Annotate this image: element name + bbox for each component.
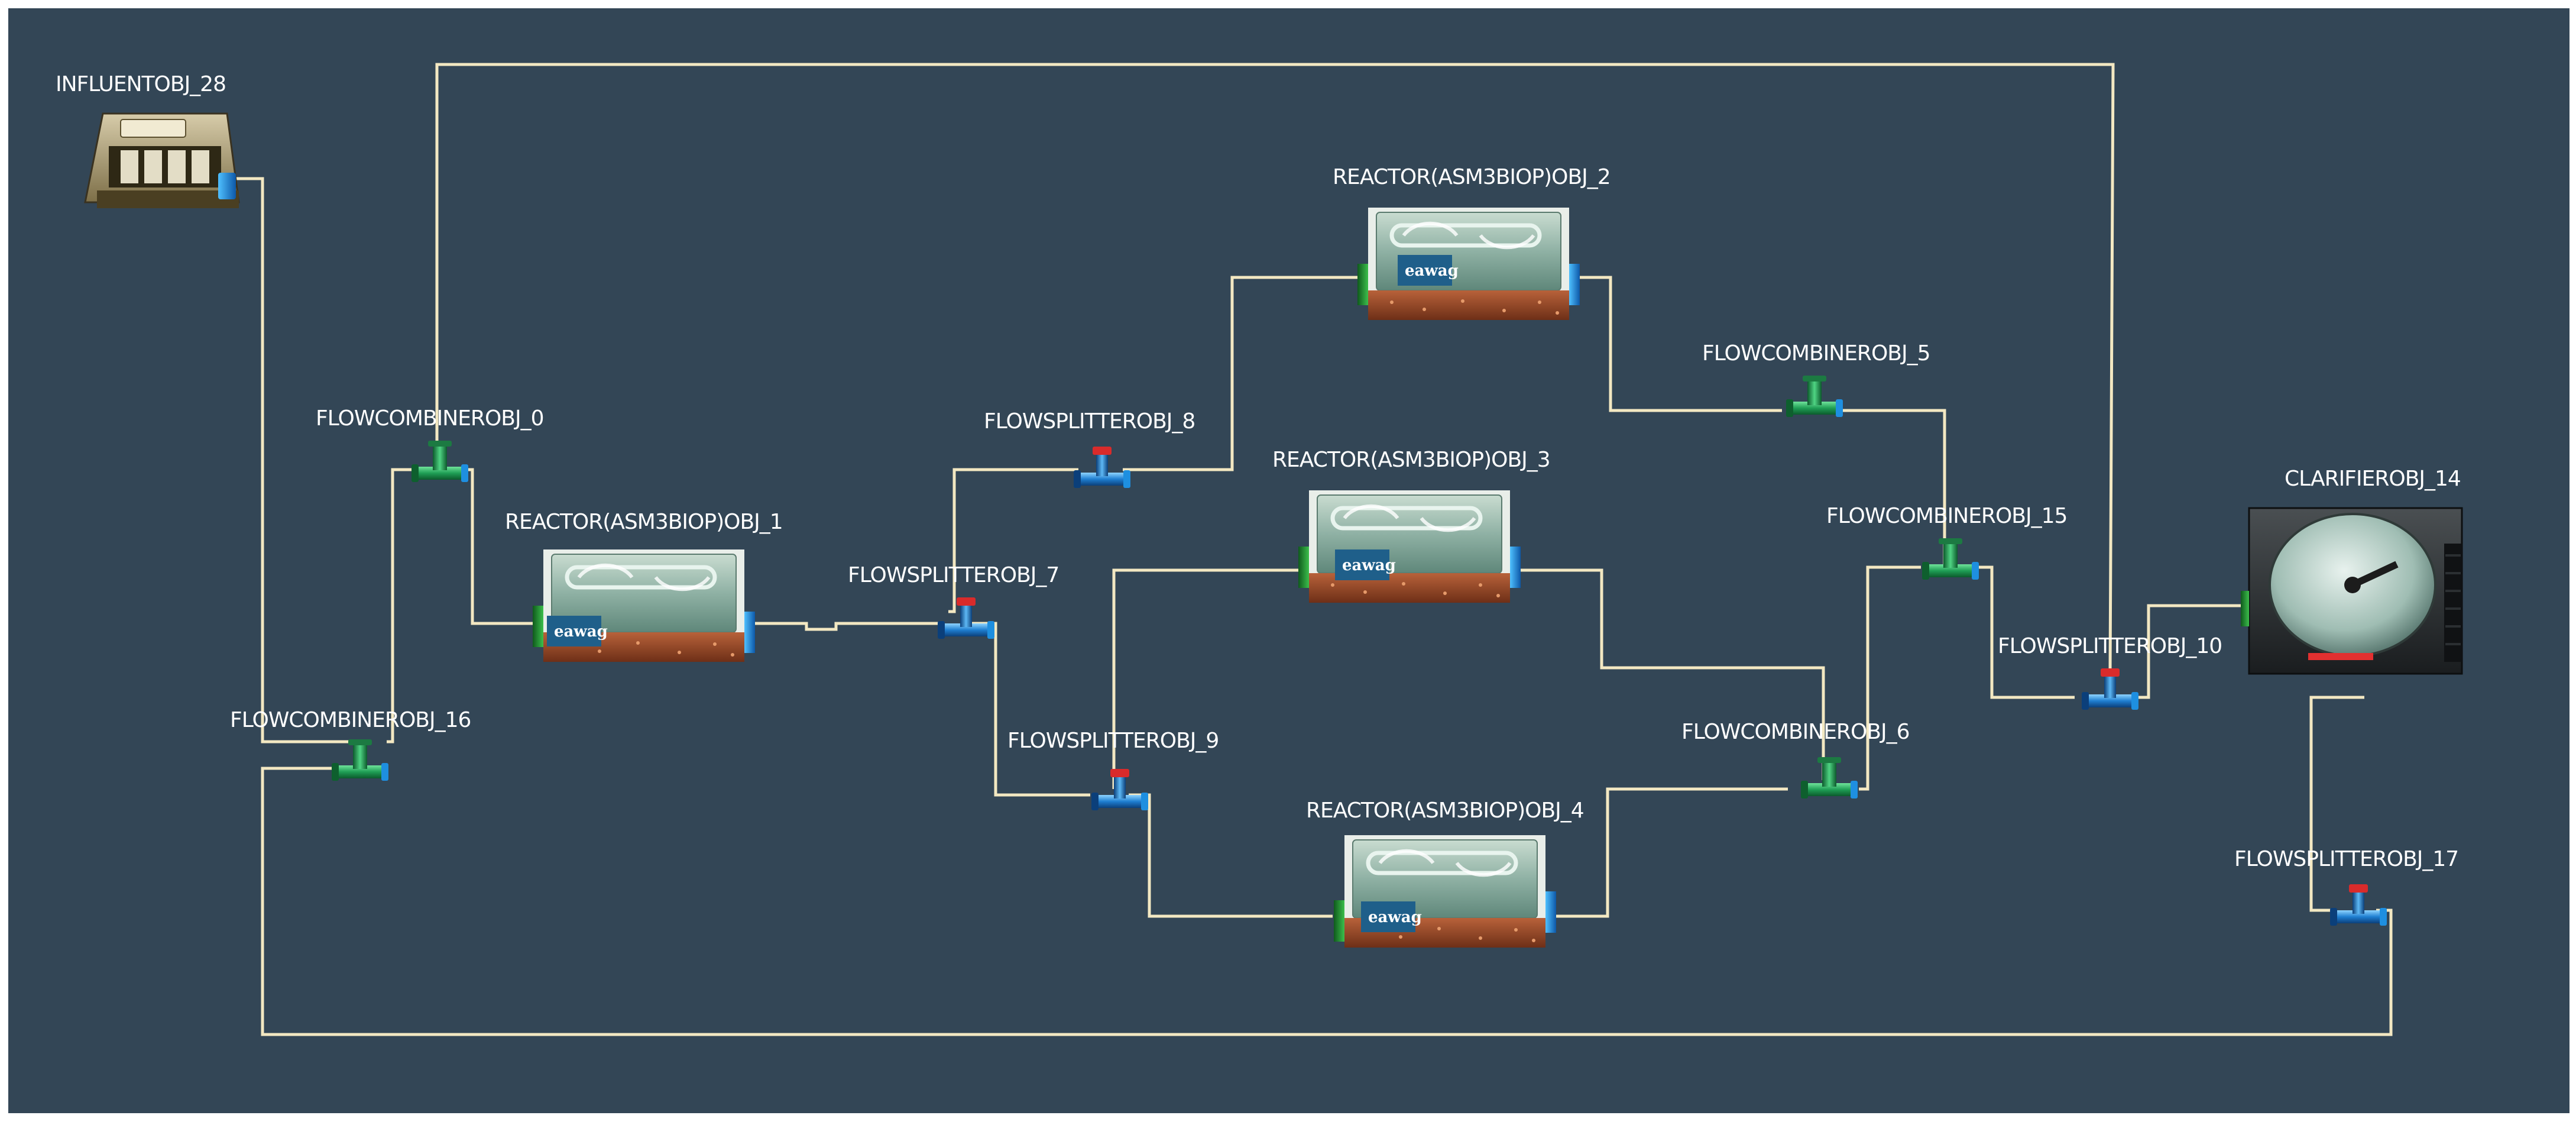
influent-icon <box>84 112 240 208</box>
flow-combiner-icon <box>1801 757 1858 799</box>
node-reactor1[interactable]: eawag REACTOR(ASM3BIOP)OBJ_1 <box>505 510 783 662</box>
node-fs8[interactable]: FLOWSPLITTEROBJ_8 <box>984 409 1195 488</box>
pipe-reactor1-fs7 <box>744 622 942 631</box>
pipe-fc5-fc15 <box>1832 409 1946 564</box>
pipe-fs7-fs9 <box>972 622 1090 797</box>
label-fs7: FLOWSPLITTEROBJ_7 <box>848 563 1059 587</box>
flow-splitter-icon <box>1074 447 1130 488</box>
process-flow-canvas: INFLUENTOBJ_28 eawag REACTOR(ASM3BIOP)OB… <box>8 8 2569 1113</box>
flow-splitter-icon <box>2082 668 2138 710</box>
label-fc6: FLOWCOMBINEROBJ_6 <box>1681 720 1910 744</box>
pipe-fc15-fs10 <box>1965 565 2075 699</box>
label-fs8: FLOWSPLITTEROBJ_8 <box>984 409 1195 434</box>
label-clarifier: CLARIFIEROBJ_14 <box>2285 467 2461 491</box>
pipe-fs8-reactor2 <box>1123 276 1362 471</box>
pipe-clarifier-fs17 <box>2309 696 2364 912</box>
flow-diagram: INFLUENTOBJ_28 eawag REACTOR(ASM3BIOP)OB… <box>56 63 2463 1036</box>
pipe-fc6-fc15 <box>1859 565 1921 791</box>
node-fc15[interactable]: FLOWCOMBINEROBJ_15 <box>1826 504 2068 580</box>
label-fs9: FLOWSPLITTEROBJ_9 <box>1007 729 1219 753</box>
pipe-reactor3-fc6 <box>1507 568 1825 780</box>
flow-combiner-icon <box>411 441 468 482</box>
flow-combiner-icon <box>332 739 388 781</box>
node-fc5[interactable]: FLOWCOMBINEROBJ_5 <box>1702 341 1931 417</box>
flow-combiner-icon <box>1922 538 1979 580</box>
node-fc6[interactable]: FLOWCOMBINEROBJ_6 <box>1681 720 1910 799</box>
pipe-fs9-reactor3 <box>1112 568 1300 789</box>
pipe-fc16-fc0 <box>387 468 422 743</box>
pipe-fs9-reactor4 <box>1129 793 1333 918</box>
pipe-reactor4-fc6 <box>1545 787 1788 918</box>
label-reactor1: REACTOR(ASM3BIOP)OBJ_1 <box>505 510 783 534</box>
eawag-badge: eawag <box>1342 557 1396 574</box>
node-fs9[interactable]: FLOWSPLITTEROBJ_9 <box>1007 729 1219 810</box>
label-fc15: FLOWCOMBINEROBJ_15 <box>1826 504 2067 528</box>
eawag-badge: eawag <box>1368 909 1422 926</box>
flow-splitter-icon <box>1091 769 1148 810</box>
label-fs10: FLOWSPLITTEROBJ_10 <box>1998 634 2222 658</box>
pipe-fs17-fc16-recycle <box>261 767 2393 1036</box>
label-fc5: FLOWCOMBINEROBJ_5 <box>1702 341 1930 366</box>
pipe-fc0-reactor1 <box>464 468 534 625</box>
node-fc0[interactable]: FLOWCOMBINEROBJ_0 <box>316 406 545 482</box>
node-fc16[interactable]: FLOWCOMBINEROBJ_16 <box>230 708 471 781</box>
label-reactor4: REACTOR(ASM3BIOP)OBJ_4 <box>1306 799 1584 823</box>
reactor-icon <box>1309 490 1510 603</box>
flow-splitter-icon <box>938 597 994 639</box>
node-reactor2[interactable]: eawag REACTOR(ASM3BIOP)OBJ_2 <box>1333 165 1611 320</box>
node-reactor4[interactable]: eawag REACTOR(ASM3BIOP)OBJ_4 <box>1306 799 1585 948</box>
label-fs17: FLOWSPLITTEROBJ_17 <box>2234 847 2458 871</box>
label-fc0: FLOWCOMBINEROBJ_0 <box>316 406 544 431</box>
pipe-fs8-reactor3 <box>1120 568 1297 572</box>
clarifier-icon <box>2241 507 2463 675</box>
pipe-influent-fc16 <box>233 177 363 743</box>
label-reactor3: REACTOR(ASM3BIOP)OBJ_3 <box>1272 448 1550 472</box>
eawag-badge: eawag <box>1405 262 1459 280</box>
label-fc16: FLOWCOMBINEROBJ_16 <box>230 708 471 732</box>
eawag-badge: eawag <box>554 623 608 641</box>
pipe-reactor2-fc5 <box>1569 276 1782 412</box>
node-fs10[interactable]: FLOWSPLITTEROBJ_10 <box>1998 634 2222 710</box>
label-influent: INFLUENTOBJ_28 <box>56 72 226 96</box>
pipe-fs7-fs8 <box>948 468 1078 613</box>
node-clarifier[interactable]: CLARIFIEROBJ_14 <box>2241 467 2463 675</box>
node-fs17[interactable]: FLOWSPLITTEROBJ_17 <box>2234 847 2459 926</box>
flow-combiner-icon <box>1786 376 1843 417</box>
node-reactor3[interactable]: eawag REACTOR(ASM3BIOP)OBJ_3 <box>1272 448 1551 603</box>
label-reactor2: REACTOR(ASM3BIOP)OBJ_2 <box>1333 165 1611 189</box>
flow-splitter-icon <box>2330 884 2387 926</box>
node-fs7[interactable]: FLOWSPLITTEROBJ_7 <box>848 563 1059 639</box>
node-influent[interactable]: INFLUENTOBJ_28 <box>56 72 240 208</box>
